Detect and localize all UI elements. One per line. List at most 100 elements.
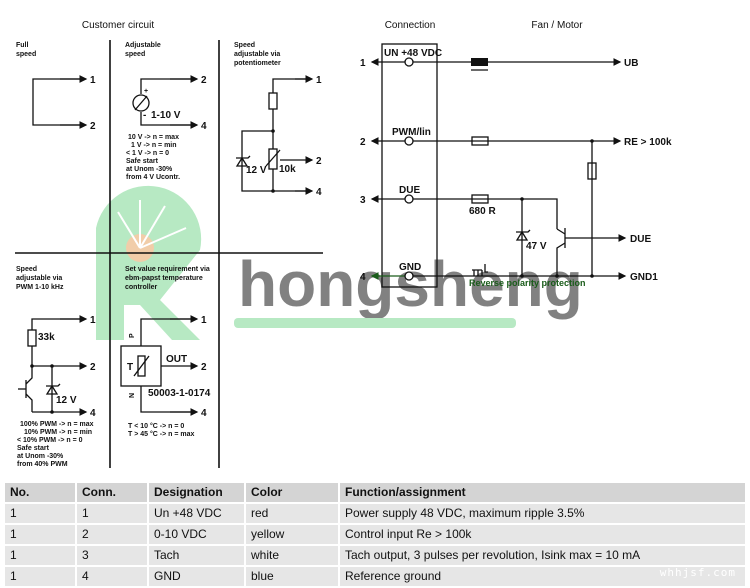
panel-title: controller	[125, 284, 158, 291]
zener-diode-icon	[45, 384, 59, 395]
terminal-name: GND	[399, 262, 421, 273]
temp-notes: T < 10 °C -> n = 0 T > 45 °C -> n = max	[128, 422, 195, 438]
svg-text:10 V -> n = max: 10 V -> n = max	[128, 134, 179, 141]
resistor-icon	[27, 329, 37, 347]
connector-pin: 3	[360, 195, 366, 206]
panel-title: Speed	[234, 42, 255, 49]
potentiometer-icon	[268, 148, 278, 170]
pin-label: 2	[316, 156, 322, 167]
cell-designation: Un +48 VDC	[149, 504, 244, 523]
output-transistor-icon	[556, 228, 627, 276]
panel-title: speed	[125, 51, 145, 58]
column-header: Function/assignment	[340, 483, 745, 502]
svg-text:Safe start: Safe start	[126, 158, 159, 165]
t-label: T	[127, 362, 133, 373]
svg-text:at Unom -30%: at Unom -30%	[17, 453, 64, 460]
voltage-source-icon	[132, 94, 150, 112]
connector-housing	[381, 43, 438, 288]
minus-sign: -	[143, 110, 146, 121]
terminal-name: DUE	[399, 185, 420, 196]
svg-text:< 1 V -> n = 0: < 1 V -> n = 0	[126, 150, 169, 157]
n-label: N	[129, 393, 136, 398]
terminal-2	[404, 136, 414, 146]
cell-function: Control input Re > 100k	[340, 525, 745, 544]
panel-title: potentiometer	[234, 60, 281, 67]
table-row: 1 1 Un +48 VDC red Power supply 48 VDC, …	[5, 504, 745, 523]
watermark-brand: hongsheng	[238, 248, 583, 320]
resistor-label: 33k	[38, 332, 55, 343]
customer-circuit-header: Customer circuit	[82, 20, 154, 31]
svg-text:Safe start: Safe start	[17, 445, 50, 452]
resistor-icon	[471, 136, 489, 146]
table-row: 1 3 Tach white Tach output, 3 pulses per…	[5, 546, 745, 565]
cell-no: 1	[5, 546, 75, 565]
cell-designation: Tach	[149, 546, 244, 565]
column-header: No.	[5, 483, 75, 502]
output-label: RE > 100k	[624, 137, 672, 148]
column-header: Color	[246, 483, 338, 502]
pin-assignment-table: No. Conn. Designation Color Function/ass…	[3, 481, 747, 588]
zener-diode-icon	[235, 156, 249, 167]
zener-47v-icon	[515, 230, 529, 241]
cell-conn: 1	[77, 504, 147, 523]
panel-pwm: Speed adjustable via PWM 1-10 kHz 33k 12…	[16, 266, 96, 468]
svg-text:1 V -> n = min: 1 V -> n = min	[131, 142, 177, 149]
watermark-logo: hongsheng	[96, 185, 583, 340]
pullup-resistor-icon	[587, 162, 597, 180]
panel-full-speed: Full speed 1 2	[16, 42, 96, 132]
cell-color: white	[246, 546, 338, 565]
fuse-icon	[471, 58, 488, 66]
pin-label: 2	[201, 75, 207, 86]
cell-designation: GND	[149, 567, 244, 586]
panel-title: Adjustable	[125, 42, 161, 49]
reverse-polarity-fet-icon	[472, 264, 488, 276]
cell-color: blue	[246, 567, 338, 586]
svg-text:100% PWM -> n = max: 100% PWM -> n = max	[20, 421, 94, 428]
pwm-notes: 100% PWM -> n = max 10% PWM -> n = min <…	[17, 421, 94, 468]
output-label: GND1	[630, 272, 658, 283]
panel-adjustable-speed: Adjustable speed + - 1-10 V 2 4 10 V -> …	[125, 42, 207, 181]
column-header: Conn.	[77, 483, 147, 502]
table-row: 1 4 GND blue Reference ground	[5, 567, 745, 586]
svg-text:< 10% PWM -> n = 0: < 10% PWM -> n = 0	[17, 437, 83, 444]
svg-text:from 4 V Ucontr.: from 4 V Ucontr.	[126, 174, 180, 181]
zener-47v-label: 47 V	[526, 241, 547, 252]
pin-label: 1	[90, 75, 96, 86]
cell-no: 1	[5, 567, 75, 586]
output-label: DUE	[630, 234, 651, 245]
resistor-icon	[268, 92, 278, 110]
watermark-site: whhjsf.com	[659, 566, 736, 579]
plus-sign: +	[144, 88, 148, 95]
pin-label: 4	[90, 408, 96, 419]
fan-motor-header: Fan / Motor	[531, 20, 583, 31]
cell-function: Tach output, 3 pulses per revolution, Is…	[340, 546, 745, 565]
panel-title: ebm-papst temperature	[125, 275, 203, 282]
panel-title: speed	[16, 51, 36, 58]
svg-text:T < 10 °C -> n = 0: T < 10 °C -> n = 0	[128, 422, 184, 430]
cell-no: 1	[5, 504, 75, 523]
zener-label: 12 V	[56, 395, 77, 406]
panel-title: Set value requirement via	[125, 266, 210, 273]
table-header-row: No. Conn. Designation Color Function/ass…	[5, 483, 745, 502]
source-voltage-label: 1-10 V	[151, 110, 181, 121]
panel-title: PWM 1-10 kHz	[16, 284, 64, 291]
connector-pin: 1	[360, 58, 366, 69]
panel-title: adjustable via	[16, 275, 62, 282]
cell-function: Power supply 48 VDC, maximum ripple 3.5%	[340, 504, 745, 523]
pin-label: 1	[316, 75, 322, 86]
svg-text:T > 45 °C -> n = max: T > 45 °C -> n = max	[128, 430, 195, 438]
connector-pin: 2	[360, 137, 366, 148]
cell-color: yellow	[246, 525, 338, 544]
panel-title: Full	[16, 42, 28, 49]
cell-color: red	[246, 504, 338, 523]
panel-title: Speed	[16, 266, 37, 273]
pin-label: 2	[201, 362, 207, 373]
pin-label: 4	[316, 187, 322, 198]
p-label: P	[129, 333, 136, 338]
column-header: Designation	[149, 483, 244, 502]
out-label: OUT	[166, 354, 187, 365]
thermistor-icon	[137, 355, 146, 377]
terminal-name: PWM/lin	[392, 127, 431, 138]
part-number: 50003-1-0174	[148, 388, 211, 399]
pin-label: 2	[90, 121, 96, 132]
